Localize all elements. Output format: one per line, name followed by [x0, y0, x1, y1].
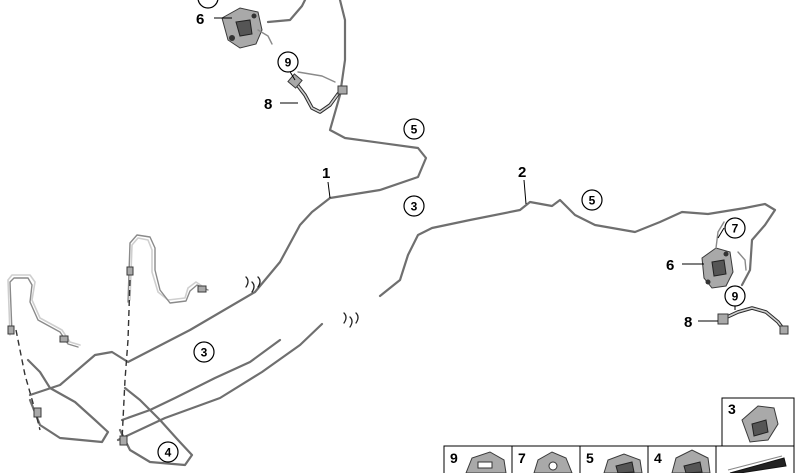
- svg-text:5: 5: [411, 123, 418, 137]
- variant-dash-left: [15, 329, 41, 431]
- brake-hose-right: [717, 306, 789, 335]
- callout-4-lower: 4: [157, 441, 179, 463]
- bracket-top-left: [221, 7, 273, 49]
- legend-item-3: 3: [721, 397, 795, 449]
- callout-9-right: 9: [724, 285, 746, 307]
- break-mark-lower: [343, 312, 359, 328]
- pipe-clip-lower: [7, 266, 207, 446]
- legend-item-4: 4: [647, 445, 717, 473]
- svg-text:5: 5: [589, 194, 596, 208]
- bracket-right: [701, 221, 747, 289]
- callouts: 5 9 3 5 7 9 3 4: [157, 0, 746, 463]
- variant-pipe-left: [7, 274, 81, 346]
- callout-7-right: 7: [724, 217, 746, 239]
- callout-9-top: 9: [277, 51, 299, 73]
- callout-5-right: 5: [581, 189, 603, 211]
- leader-lines: [214, 17, 736, 322]
- part-labels: 1 2 8 6 6 8: [196, 11, 692, 331]
- svg-text:4: 4: [654, 450, 662, 466]
- front-left-pipe-loop-2: [118, 386, 194, 467]
- svg-text:7: 7: [732, 222, 739, 236]
- svg-text:7: 7: [518, 450, 526, 466]
- brake-line-2: [116, 322, 324, 442]
- legend-item-7: 7: [511, 445, 581, 473]
- label-line-2: 2: [518, 164, 526, 181]
- brake-pipes: [7, 0, 777, 467]
- callout-3-upper: 3: [403, 195, 425, 217]
- parts-legend: 3 9 7 5 4: [443, 397, 795, 473]
- legend-item-9: 9: [443, 445, 513, 473]
- svg-text:5: 5: [586, 450, 594, 466]
- label-line-1: 1: [322, 165, 330, 182]
- svg-text:9: 9: [732, 290, 739, 304]
- svg-text:4: 4: [165, 446, 172, 460]
- brake-line-3-run: [120, 338, 282, 422]
- variant-dash-mid: [121, 279, 131, 441]
- callout-3-lower: 3: [193, 341, 215, 363]
- label-hose-right: 8: [684, 314, 692, 331]
- svg-text:9: 9: [285, 56, 292, 70]
- callout-partial-top: [197, 0, 219, 9]
- variant-pipe-mid: [129, 237, 206, 301]
- legend-item-accessory: [715, 445, 795, 473]
- callout-5-top: 5: [403, 118, 425, 140]
- label-bracket-top: 6: [196, 11, 204, 28]
- brake-line-1: [28, 0, 428, 397]
- brake-hose-top: [287, 71, 348, 114]
- svg-text:3: 3: [201, 346, 208, 360]
- variant-pipe-mid-outline: [127, 234, 209, 304]
- line-break-marks: [245, 276, 359, 328]
- label-hose-top: 8: [264, 96, 272, 113]
- legend-item-5: 5: [579, 445, 649, 473]
- svg-text:9: 9: [450, 450, 458, 466]
- break-mark-upper: [245, 276, 261, 293]
- front-left-pipe-loop: [26, 358, 110, 444]
- svg-text:3: 3: [411, 200, 418, 214]
- brake-line-2-continued: [378, 198, 777, 298]
- brake-line-top-branch: [266, 0, 307, 24]
- svg-text:3: 3: [728, 401, 736, 417]
- label-bracket-right: 6: [666, 257, 674, 274]
